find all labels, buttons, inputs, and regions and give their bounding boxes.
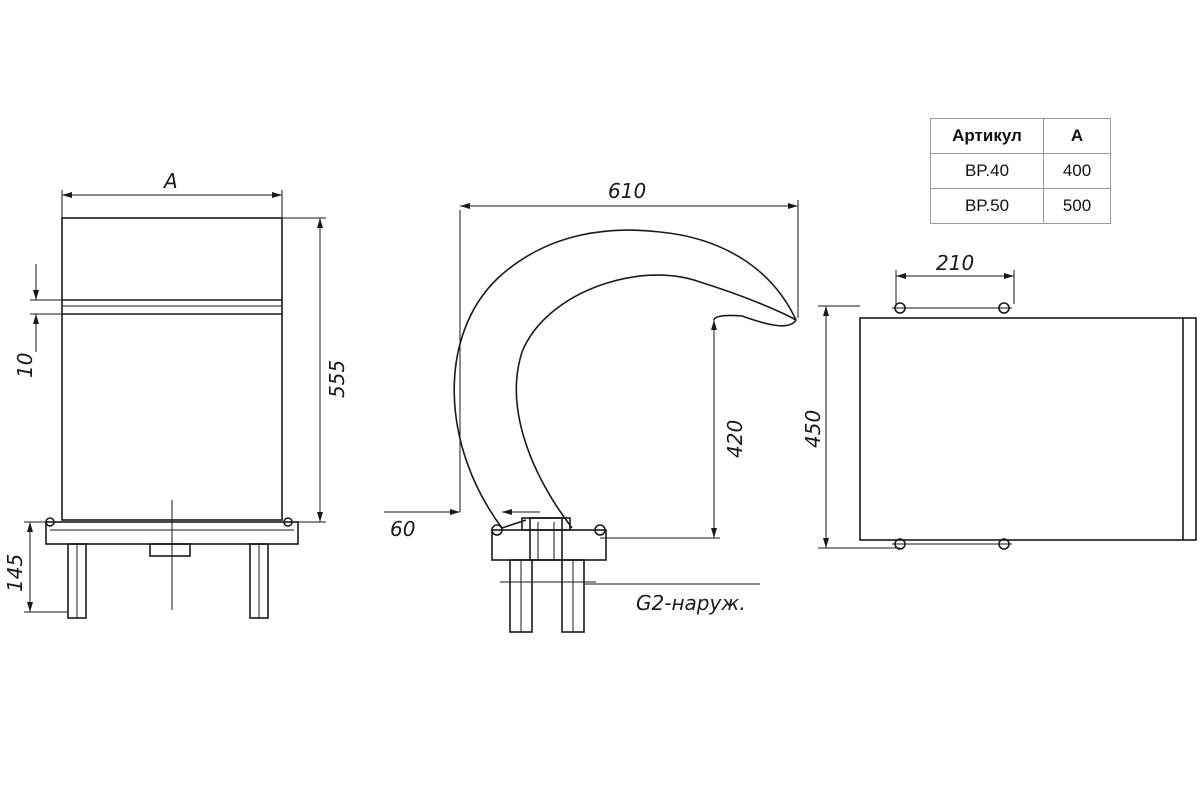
dim-slot-10: 10 — [13, 353, 37, 378]
dim-spacing-210: 210 — [936, 251, 974, 275]
dim-length-610: 610 — [608, 179, 646, 203]
spec-cell-article: BP.40 — [930, 153, 1044, 189]
spec-cell-article: BP.50 — [930, 188, 1044, 224]
spec-row: BP.50 500 — [930, 188, 1111, 224]
dim-outlet-420: 420 — [723, 420, 747, 458]
spec-table: Артикул A BP.40 400 BP.50 500 — [930, 118, 1111, 224]
dim-thread-g2: G2-наруж. — [636, 591, 746, 615]
front-view — [45, 217, 299, 619]
dim-width-a: A — [162, 169, 178, 193]
dim-plate-450: 450 — [801, 410, 825, 448]
top-dimensions: 210 450 — [801, 251, 1015, 549]
dim-offset-60: 60 — [390, 517, 415, 541]
front-dimensions: A 555 10 145 — [3, 169, 349, 613]
top-view — [859, 302, 1197, 550]
spec-cell-a: 400 — [1043, 153, 1111, 189]
dim-height-555: 555 — [325, 360, 349, 398]
spec-header-row: Артикул A — [930, 118, 1111, 154]
side-view — [453, 229, 797, 633]
dim-base-145: 145 — [3, 554, 27, 592]
spec-header-a: A — [1043, 118, 1111, 154]
spec-cell-a: 500 — [1043, 188, 1111, 224]
side-dimensions: 610 420 60 G2-наруж. — [384, 179, 799, 615]
spec-header-article: Артикул — [930, 118, 1044, 154]
spec-row: BP.40 400 — [930, 153, 1111, 189]
